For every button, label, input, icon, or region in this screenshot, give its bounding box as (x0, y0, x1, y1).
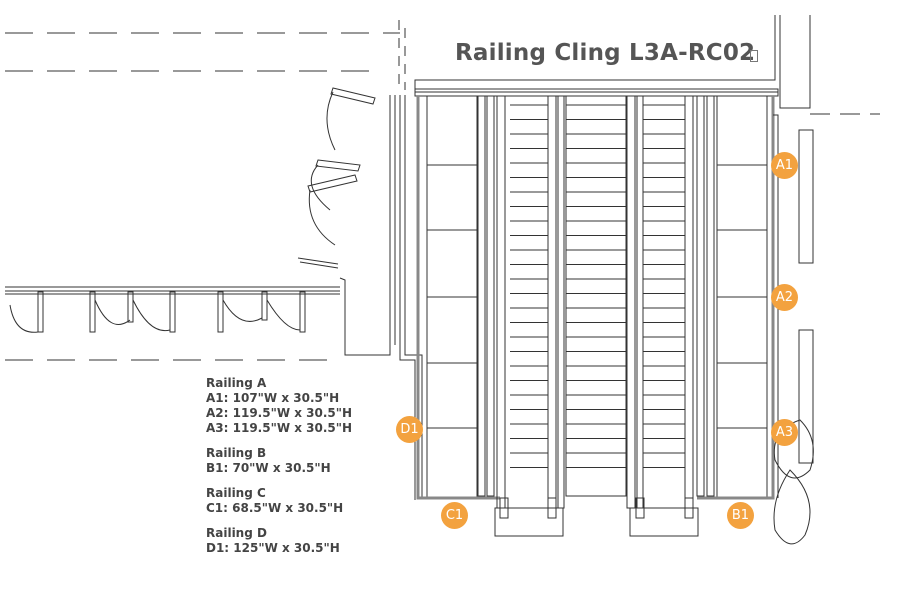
escalator-rails (477, 95, 715, 509)
marker-b1[interactable]: B1 (727, 502, 754, 529)
planter (798, 329, 814, 464)
spec-railing-b: Railing B B1: 70"W x 30.5"H (206, 446, 352, 476)
spec-line: D1: 125"W x 30.5"H (206, 541, 340, 555)
page-title: Railing Cling L3A-RC02 (455, 40, 756, 66)
railing-outline (697, 96, 775, 500)
column (773, 469, 811, 545)
door-swings (307, 87, 376, 246)
marker-a3[interactable]: A3 (771, 419, 798, 446)
escalator-steps-center (566, 104, 626, 468)
spec-railing-c: Railing C C1: 68.5"W x 30.5"H (206, 486, 352, 516)
railing-outline (416, 96, 500, 500)
spec-line: B1: 70"W x 30.5"H (206, 461, 331, 475)
wall (414, 15, 776, 90)
marker-a1[interactable]: A1 (771, 152, 798, 179)
center-floor (565, 95, 627, 497)
spec-railing-d: Railing D D1: 125"W x 30.5"H (206, 526, 352, 556)
title-mark-icon (750, 50, 758, 62)
planter (798, 129, 814, 264)
spec-title: Railing B (206, 446, 267, 460)
wall (779, 15, 811, 109)
wall (297, 257, 339, 265)
wall (773, 114, 779, 498)
escalator-steps-left (510, 104, 548, 468)
marker-c1[interactable]: C1 (441, 502, 468, 529)
spec-title: Railing A (206, 376, 267, 390)
escalator-steps-right (643, 104, 685, 468)
marker-a2[interactable]: A2 (771, 284, 798, 311)
railing-specs: Railing A A1: 107"W x 30.5"H A2: 119.5"W… (206, 376, 352, 566)
landing-plate (494, 507, 564, 537)
spec-title: Railing D (206, 526, 267, 540)
landing-plate (629, 507, 699, 537)
wall (299, 261, 339, 269)
spec-line: A1: 107"W x 30.5"H (206, 391, 340, 405)
marker-d1[interactable]: D1 (396, 416, 423, 443)
door-swings (9, 291, 306, 333)
spec-railing-a: Railing A A1: 107"W x 30.5"H A2: 119.5"W… (206, 376, 352, 436)
spec-title: Railing C (206, 486, 266, 500)
spec-line: C1: 68.5"W x 30.5"H (206, 501, 344, 515)
spec-line: A2: 119.5"W x 30.5"H (206, 406, 353, 420)
spec-line: A3: 119.5"W x 30.5"H (206, 421, 353, 435)
wall (339, 277, 391, 356)
